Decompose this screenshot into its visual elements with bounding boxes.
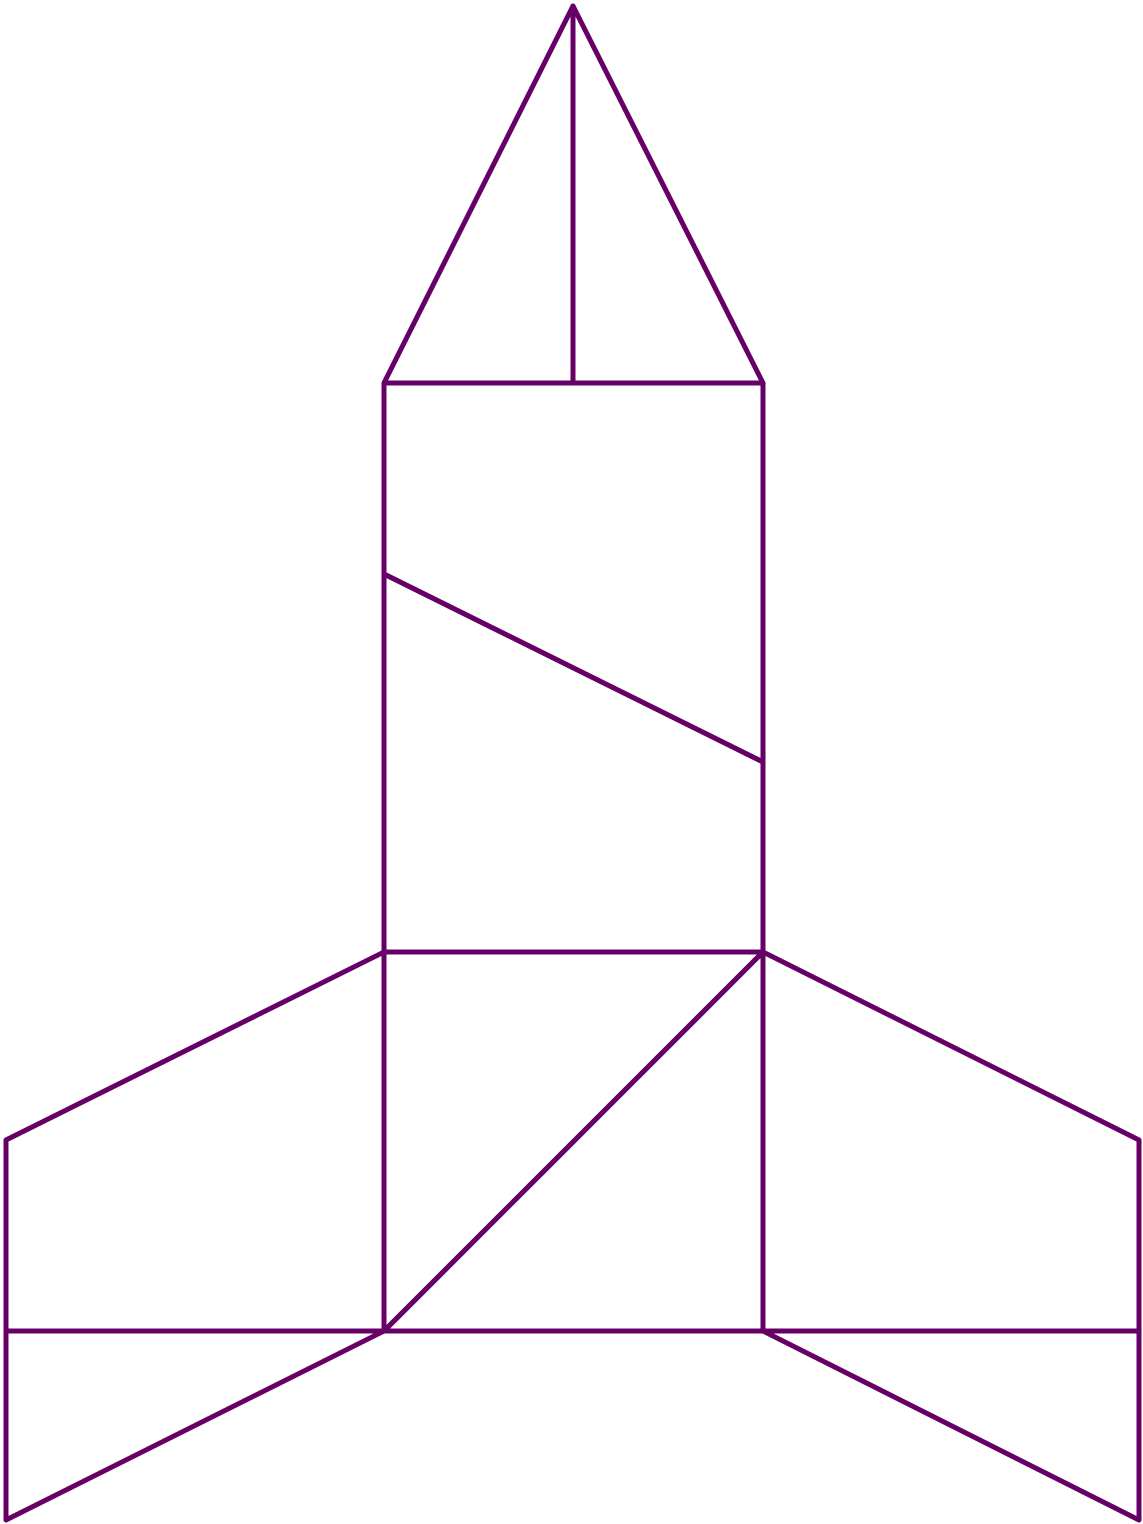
right-wing-upper-trapezoid [763,952,1139,1331]
nose-left-triangle [384,6,573,383]
left-wing-upper-trapezoid [6,952,384,1331]
body-middle-trapezoid [384,574,763,952]
body-lower-right-triangle [384,952,763,1331]
body-upper-trapezoid [384,383,763,762]
left-wing-lower-triangle [6,1331,384,1520]
rocket-pieces [6,6,1139,1520]
nose-right-triangle [573,6,763,383]
right-wing-lower-triangle [763,1331,1139,1520]
